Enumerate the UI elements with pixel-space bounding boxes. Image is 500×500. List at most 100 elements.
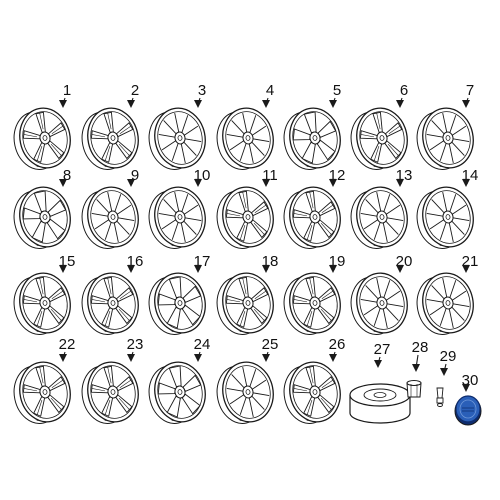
callout-number: 1 [63, 82, 71, 99]
spokes [225, 190, 269, 242]
hub-center [379, 214, 385, 220]
wheel-9 [81, 186, 139, 249]
hub [309, 210, 321, 224]
arrowhead [194, 354, 202, 362]
wheel-2 [81, 107, 139, 170]
arrowhead [329, 179, 337, 187]
hub-center [110, 135, 116, 141]
callout-3: 3 [194, 82, 206, 108]
hub-center [110, 389, 116, 395]
callout-12: 12 [329, 167, 345, 187]
callout-4: 4 [262, 82, 274, 108]
hub [107, 131, 119, 145]
rim-inner [157, 365, 203, 419]
hub-center [245, 389, 251, 395]
callout-number: 8 [63, 167, 71, 184]
valve-stem [436, 387, 444, 407]
callout-2: 2 [127, 82, 139, 108]
callout-6: 6 [396, 82, 408, 108]
rim-inner [22, 190, 68, 244]
rim-inner [90, 365, 136, 419]
wheel-8 [13, 186, 71, 249]
arrowhead [462, 265, 470, 273]
lug-nut [406, 380, 422, 398]
arrowhead [59, 179, 67, 187]
callout-16: 16 [127, 253, 143, 273]
hub-center [445, 300, 451, 306]
arrowhead [262, 179, 270, 187]
rim-inner [359, 190, 405, 244]
rim-inner [292, 365, 338, 419]
hub-center [42, 135, 48, 141]
wheel-20 [350, 272, 408, 335]
rim-inner [157, 190, 203, 244]
hub-center [379, 300, 385, 306]
rim-inner [425, 276, 471, 330]
hub-center [42, 214, 48, 220]
callout-30: 30 [462, 372, 478, 392]
rim-inner [90, 190, 136, 244]
wheel-14 [416, 186, 474, 249]
wheel-4 [216, 107, 274, 170]
hub [309, 385, 321, 399]
callout-number: 29 [440, 348, 457, 365]
spokes [22, 365, 66, 417]
wheel-21 [416, 272, 474, 335]
rim-inner [90, 276, 136, 330]
arrowhead [329, 354, 337, 362]
rim-inner [359, 276, 405, 330]
arrowhead [329, 265, 337, 273]
callout-number: 23 [127, 336, 144, 353]
wheel-7 [416, 107, 474, 170]
wheel-22 [13, 361, 71, 424]
callout-7: 7 [462, 82, 474, 108]
hub [242, 385, 254, 399]
arrowhead [440, 368, 448, 376]
rim-inner [22, 276, 68, 330]
hub-center [110, 300, 116, 306]
arrowhead [396, 100, 404, 108]
callout-9: 9 [127, 167, 139, 187]
spokes [292, 365, 336, 417]
rim-inner [225, 276, 271, 330]
hub-center [312, 135, 318, 141]
hub-center [245, 300, 251, 306]
wheel-3 [148, 107, 206, 170]
arrowhead [262, 100, 270, 108]
rim-inner [90, 111, 136, 165]
hub [442, 131, 454, 145]
arrowhead [59, 100, 67, 108]
hub [39, 385, 51, 399]
wheel-25 [216, 361, 274, 424]
spokes [158, 191, 202, 243]
callout-13: 13 [396, 167, 412, 187]
wheel-5 [283, 107, 341, 170]
callout-27: 27 [374, 341, 390, 368]
arrowhead [127, 265, 135, 273]
hub [242, 296, 254, 310]
spokes [226, 366, 270, 418]
wheel-11 [216, 186, 274, 249]
hub [242, 210, 254, 224]
hub-center [445, 135, 451, 141]
arrowhead [462, 384, 470, 392]
wheel-24 [148, 361, 206, 424]
callout-15: 15 [59, 253, 75, 273]
rim-inner [22, 111, 68, 165]
hub [442, 296, 454, 310]
callout-21: 21 [462, 253, 478, 273]
hub [39, 296, 51, 310]
callout-29: 29 [440, 348, 457, 376]
spare-tire [349, 383, 411, 424]
hub-center [177, 135, 183, 141]
hub-center [177, 214, 183, 220]
wheel-12 [283, 186, 341, 249]
spokes [359, 111, 403, 163]
callout-number: 4 [266, 82, 274, 99]
hub [174, 296, 186, 310]
callout-28: 28 [412, 339, 428, 372]
spokes [91, 191, 135, 243]
hub [39, 131, 51, 145]
arrowhead [194, 100, 202, 108]
arrowhead [127, 354, 135, 362]
